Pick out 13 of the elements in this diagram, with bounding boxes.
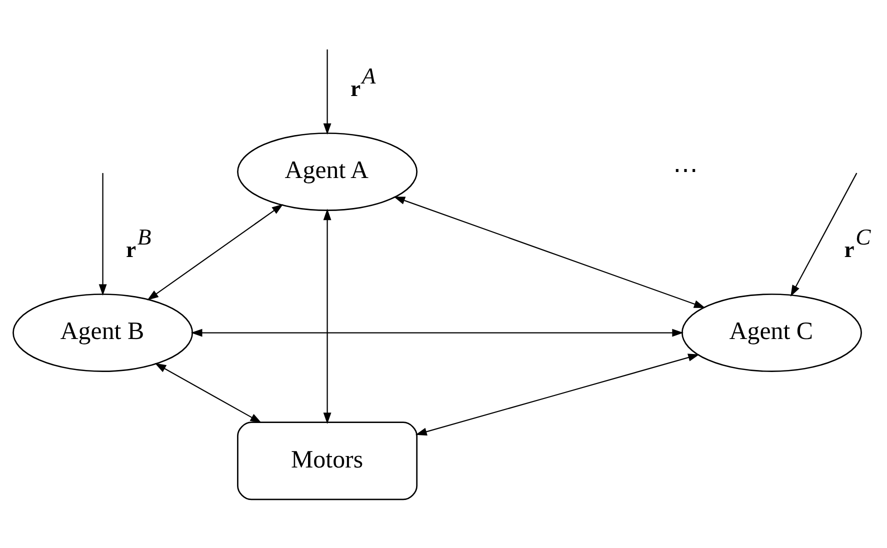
node-ellipse: Agent A: [237, 132, 418, 212]
arrow: [415, 354, 700, 436]
arrow: [190, 328, 684, 337]
label: ⋯: [673, 157, 698, 184]
arrow: [323, 49, 332, 135]
node-box: Motors: [237, 422, 418, 500]
arrow: [394, 196, 706, 308]
arrow: [147, 204, 284, 300]
arrow: [98, 173, 107, 296]
arrow: [790, 172, 858, 297]
arrow: [154, 363, 262, 423]
node-ellipse: Agent C: [681, 294, 862, 372]
arrow: [323, 208, 332, 424]
